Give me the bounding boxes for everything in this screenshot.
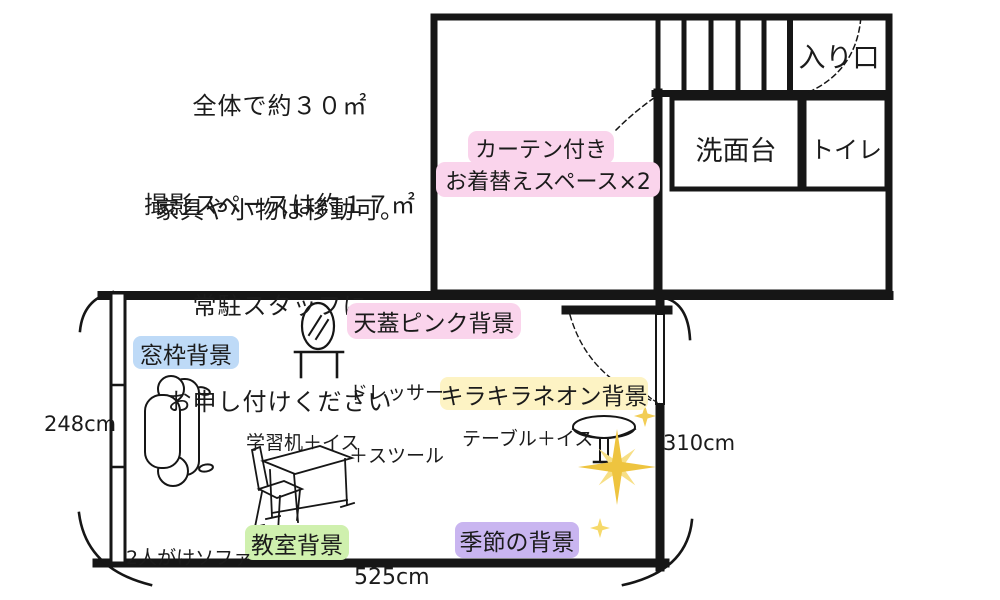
curtain-arcs bbox=[77, 290, 694, 587]
sofa-sketch bbox=[144, 375, 214, 487]
dimension-right: 310cm bbox=[663, 431, 736, 455]
entrance-label: 入り口 bbox=[798, 43, 880, 74]
dresser-sketch bbox=[293, 301, 345, 379]
dresser-caption: ドレッサー ＋スツール bbox=[349, 382, 445, 467]
sofa-caption: 2人がけソファ ピンク bbox=[126, 547, 253, 569]
area-note: 全体で約３０㎡ 撮影スペースは約１７㎡ bbox=[100, 24, 460, 288]
staff-note-line2: 常駐スタッフに bbox=[192, 292, 368, 320]
toilet-room bbox=[801, 95, 890, 192]
backdrop-seasonal-tag: 季節の背景 bbox=[455, 522, 579, 558]
studio-walls bbox=[92, 290, 894, 572]
washstand-label: 洗面台 bbox=[695, 136, 777, 167]
backdrop-neon-tag: キラキラネオン背景 bbox=[440, 377, 648, 410]
sparkle-small-2 bbox=[590, 518, 610, 538]
table-sketch bbox=[571, 415, 637, 464]
changing-label-pointer bbox=[614, 96, 656, 132]
changing-space-tag-line2: お着替えスペース×2 bbox=[436, 162, 660, 197]
sparkle-small-1 bbox=[634, 405, 656, 427]
toilet-label: トイレ bbox=[810, 136, 882, 164]
area-note-line2: 撮影スペースは約１７㎡ bbox=[143, 191, 417, 219]
neon-label-pointer bbox=[647, 395, 664, 406]
curtain-arc-bottom-left bbox=[77, 511, 153, 587]
dimension-left: 248cm bbox=[44, 412, 117, 436]
changing-cubicles bbox=[655, 17, 793, 94]
curtain-arc-top-left bbox=[78, 290, 115, 333]
area-note-line1: 全体で約３０㎡ bbox=[192, 92, 368, 120]
changing-space-tag-line1: カーテン付き bbox=[468, 131, 614, 164]
washstand-room bbox=[669, 95, 803, 192]
staff-note: 家具や小物は移動可。 常駐スタッフに お申し付けください bbox=[100, 130, 460, 482]
dimension-bottom: 525cm bbox=[354, 565, 430, 590]
backdrop-canopy-tag: 天蓋ピンク背景 bbox=[347, 303, 521, 339]
desk-caption: 学習机＋イス bbox=[246, 432, 360, 454]
entrance-door-swing-arc bbox=[808, 15, 862, 93]
staff-note-line1: 家具や小物は移動可。 bbox=[155, 196, 405, 224]
backdrop-classroom-tag: 教室背景 bbox=[245, 525, 349, 560]
curtain-arc-top-right bbox=[663, 296, 692, 341]
staff-note-line3: お申し付けください bbox=[167, 388, 393, 416]
backdrop-window-tag: 窓枠背景 bbox=[133, 336, 239, 369]
window-wall bbox=[109, 291, 127, 565]
curtain-arc-bottom-right bbox=[621, 518, 694, 587]
table-caption: テーブル＋イス bbox=[462, 428, 594, 450]
sparkle-large bbox=[578, 429, 656, 505]
sparkles bbox=[578, 405, 656, 538]
